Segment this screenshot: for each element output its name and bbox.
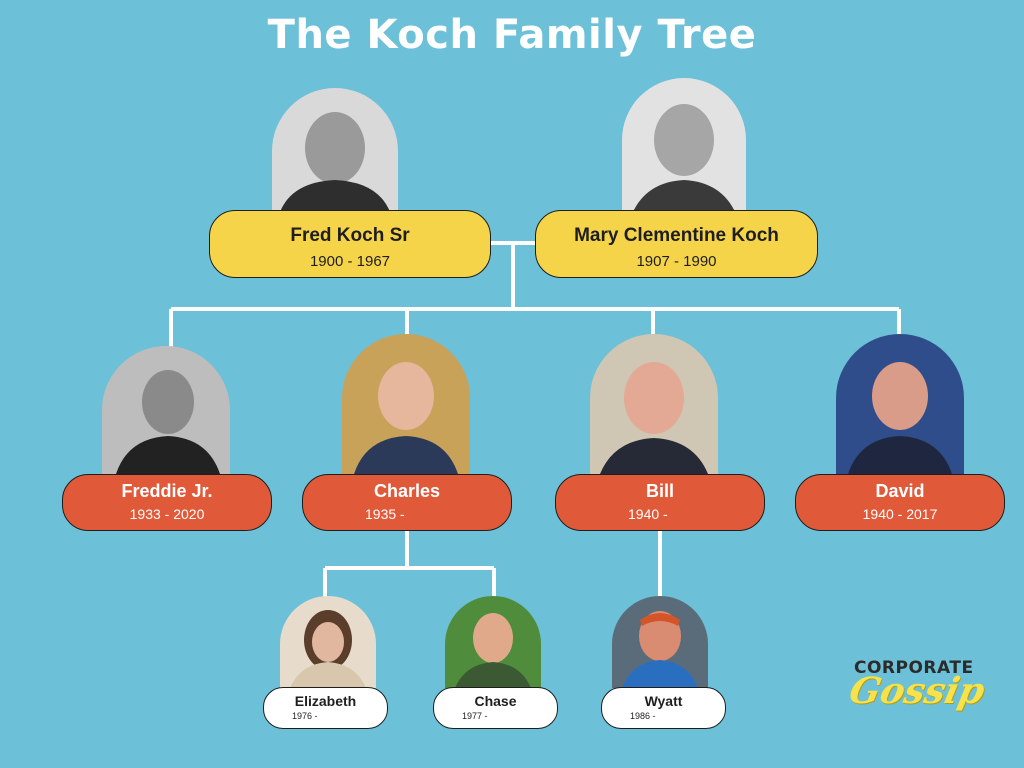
child-node-david: David 1940 - 2017 bbox=[795, 474, 1005, 531]
child-node-freddie-jr: Freddie Jr. 1933 - 2020 bbox=[62, 474, 272, 531]
child-node-charles: Charles 1935 - bbox=[302, 474, 512, 531]
corporate-gossip-logo: CORPORATE Gossip bbox=[845, 656, 989, 726]
person-years: 1976 - bbox=[292, 711, 318, 721]
person-name: Mary Clementine Koch bbox=[574, 225, 779, 246]
grandchild-node-elizabeth: Elizabeth 1976 - bbox=[263, 687, 388, 729]
david-photo bbox=[836, 334, 964, 474]
parent-node-mary-clementine-koch: Mary Clementine Koch 1907 - 1990 bbox=[535, 210, 818, 278]
grandchild-node-wyatt: Wyatt 1986 - bbox=[601, 687, 726, 729]
person-years: 1940 - 2017 bbox=[862, 506, 938, 522]
logo-line-1: CORPORATE bbox=[854, 658, 974, 678]
person-name: Wyatt bbox=[644, 693, 683, 709]
elizabeth-photo bbox=[280, 596, 376, 688]
fred-koch-sr-photo bbox=[272, 88, 398, 212]
chase-photo bbox=[445, 596, 541, 688]
person-years: 1940 - bbox=[628, 506, 668, 522]
freddie-jr-photo bbox=[102, 346, 230, 474]
person-name: Chase bbox=[474, 693, 517, 709]
person-years: 1935 - bbox=[365, 506, 405, 522]
mary-clementine-koch-photo bbox=[622, 78, 746, 214]
person-name: Freddie Jr. bbox=[121, 481, 213, 501]
charles-photo bbox=[342, 334, 470, 474]
wyatt-photo bbox=[612, 596, 708, 688]
person-years: 1900 - 1967 bbox=[309, 253, 391, 270]
person-years: 1907 - 1990 bbox=[636, 253, 717, 270]
child-node-bill: Bill 1940 - bbox=[555, 474, 765, 531]
person-name: Bill bbox=[645, 481, 674, 501]
grandchild-node-chase: Chase 1977 - bbox=[433, 687, 558, 729]
person-name: Charles bbox=[373, 481, 441, 501]
person-name: Fred Koch Sr bbox=[290, 225, 410, 246]
bill-photo bbox=[590, 334, 718, 474]
person-years: 1933 - 2020 bbox=[129, 506, 205, 522]
parent-node-fred-koch-sr: Fred Koch Sr 1900 - 1967 bbox=[209, 210, 491, 278]
person-years: 1977 - bbox=[462, 711, 488, 721]
logo-line-2: Gossip bbox=[845, 670, 989, 712]
person-name: David bbox=[875, 481, 925, 501]
page-title: The Koch Family Tree bbox=[267, 12, 757, 58]
person-name: Elizabeth bbox=[294, 693, 357, 709]
person-years: 1986 - bbox=[630, 711, 656, 721]
